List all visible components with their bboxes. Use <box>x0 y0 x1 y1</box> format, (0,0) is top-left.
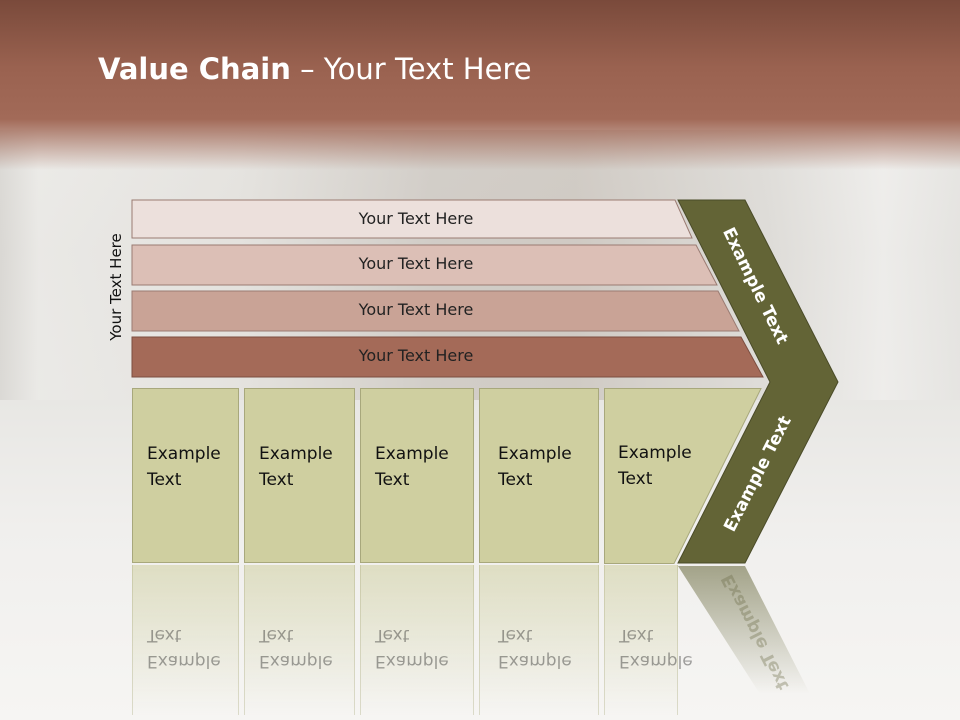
activity-box-3-line1: Example <box>375 444 449 464</box>
slide-title-rest: – Your Text Here <box>290 52 532 86</box>
activity-box-2[interactable]: Example Text <box>244 388 355 563</box>
activity-box-3[interactable]: Example Text <box>360 388 474 563</box>
activity-box-3-reflection-line1: Example <box>375 651 449 671</box>
activity-box-1-reflection-line1: Example <box>147 651 221 671</box>
activity-box-2-text: Example Text <box>259 441 333 493</box>
side-label[interactable]: Your Text Here <box>107 233 125 341</box>
activity-box-1-text: Example Text <box>147 441 221 493</box>
activity-box-2-reflection-line1: Example <box>259 651 333 671</box>
value-row-3-label: Your Text Here <box>358 300 474 319</box>
activity-box-3-reflection-line2: Text <box>375 625 410 645</box>
activity-box-3-text: Example Text <box>375 441 449 493</box>
activity-box-4-line2: Text <box>498 470 533 490</box>
activity-box-5-reflection-text: Example Text <box>619 622 693 674</box>
value-row-2[interactable]: Your Text Here <box>131 244 718 286</box>
slide-title-bold: Value Chain <box>98 52 291 86</box>
header-band <box>0 0 960 170</box>
activity-box-1-reflection-text: Example Text <box>147 622 221 674</box>
value-row-1-label: Your Text Here <box>358 209 474 228</box>
activity-box-2-reflection-line2: Text <box>259 625 294 645</box>
activity-box-4-reflection-line1: Example <box>498 651 572 671</box>
activity-box-1-reflection-line2: Text <box>147 625 182 645</box>
value-row-3[interactable]: Your Text Here <box>131 290 740 332</box>
activity-box-5-line2: Text <box>618 469 653 489</box>
activity-box-3-reflection: Example Text <box>360 565 474 715</box>
activity-box-5-text[interactable]: Example Text <box>618 440 692 492</box>
activity-box-2-line2: Text <box>259 470 294 490</box>
activity-box-5-reflection: Example Text <box>604 565 693 715</box>
activity-box-4[interactable]: Example Text <box>479 388 599 563</box>
activity-box-5-line1: Example <box>618 443 692 463</box>
activity-box-3-line2: Text <box>375 470 410 490</box>
activity-box-1-line2: Text <box>147 470 182 490</box>
value-row-2-label: Your Text Here <box>358 254 474 273</box>
activity-box-2-reflection: Example Text <box>244 565 355 715</box>
activity-box-1-line1: Example <box>147 444 221 464</box>
value-row-1[interactable]: Your Text Here <box>131 199 693 239</box>
activity-box-4-reflection: Example Text <box>479 565 599 715</box>
slide-title[interactable]: Value Chain – Your Text Here <box>98 52 532 86</box>
activity-box-2-line1: Example <box>259 444 333 464</box>
activity-box-2-reflection-text: Example Text <box>259 622 333 674</box>
activity-box-3-reflection-text: Example Text <box>375 622 449 674</box>
activity-box-1[interactable]: Example Text <box>132 388 239 563</box>
activity-box-1-reflection: Example Text <box>132 565 239 715</box>
activity-box-4-text: Example Text <box>498 441 572 493</box>
activity-box-4-reflection-text: Example Text <box>498 622 572 674</box>
value-row-4-label: Your Text Here <box>358 346 474 365</box>
activity-box-4-line1: Example <box>498 444 572 464</box>
value-row-4[interactable]: Your Text Here <box>131 336 764 378</box>
activity-box-4-reflection-line2: Text <box>498 625 533 645</box>
activity-box-5-reflection-line2: Text <box>619 625 654 645</box>
activity-box-5-reflection-line1: Example <box>619 651 693 671</box>
